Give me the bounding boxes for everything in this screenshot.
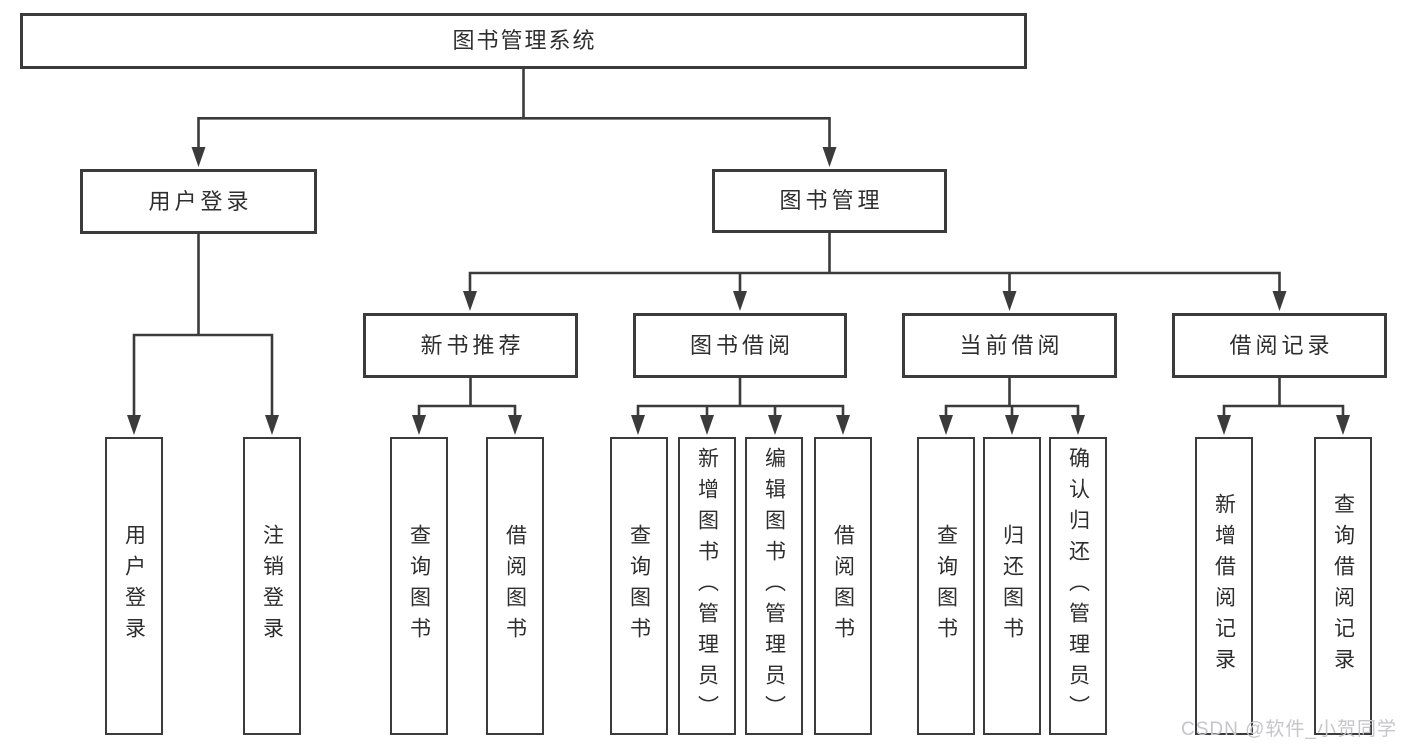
node-user-login-action: 用户登录 [105,437,163,735]
node-logout: 注销登录 [243,437,301,735]
node-current-borrow: 当前借阅 [902,313,1117,378]
connector-root-to-level2 [191,69,837,167]
connector-current-borrow-to-children [939,378,1085,435]
node-library-management-system: 图书管理系统 [20,13,1027,69]
node-user-login: 用户登录 [80,169,317,234]
connector-book-management-to-level3 [463,233,1287,311]
node-return-books: 归还图书 [983,437,1041,735]
node-confirm-return-admin: 确认归还（管理员） [1049,437,1107,735]
connector-user-login-to-children [127,234,279,435]
node-book-management: 图书管理 [712,169,947,233]
node-borrow-records: 借阅记录 [1172,313,1387,378]
connector-new-book-recommend-to-children [412,378,522,435]
connector-book-borrow-to-children [631,378,850,435]
node-add-books-admin: 新增图书（管理员） [678,437,736,735]
node-edit-books-admin: 编辑图书（管理员） [745,437,803,735]
node-new-book-recommend: 新书推荐 [363,313,578,378]
node-borrow-books-recommend: 借阅图书 [486,437,544,735]
watermark: CSDN @软件_小贺同学 [1181,719,1397,740]
node-query-books-recommend: 查询图书 [390,437,448,735]
node-add-borrow-record: 新增借阅记录 [1195,437,1253,735]
node-borrow-books: 借阅图书 [814,437,872,735]
node-query-books-borrow: 查询图书 [610,437,668,735]
connector-borrow-records-to-children [1217,378,1350,435]
node-query-borrow-record: 查询借阅记录 [1314,437,1372,735]
node-query-books-current: 查询图书 [917,437,975,735]
node-book-borrow: 图书借阅 [633,313,847,378]
